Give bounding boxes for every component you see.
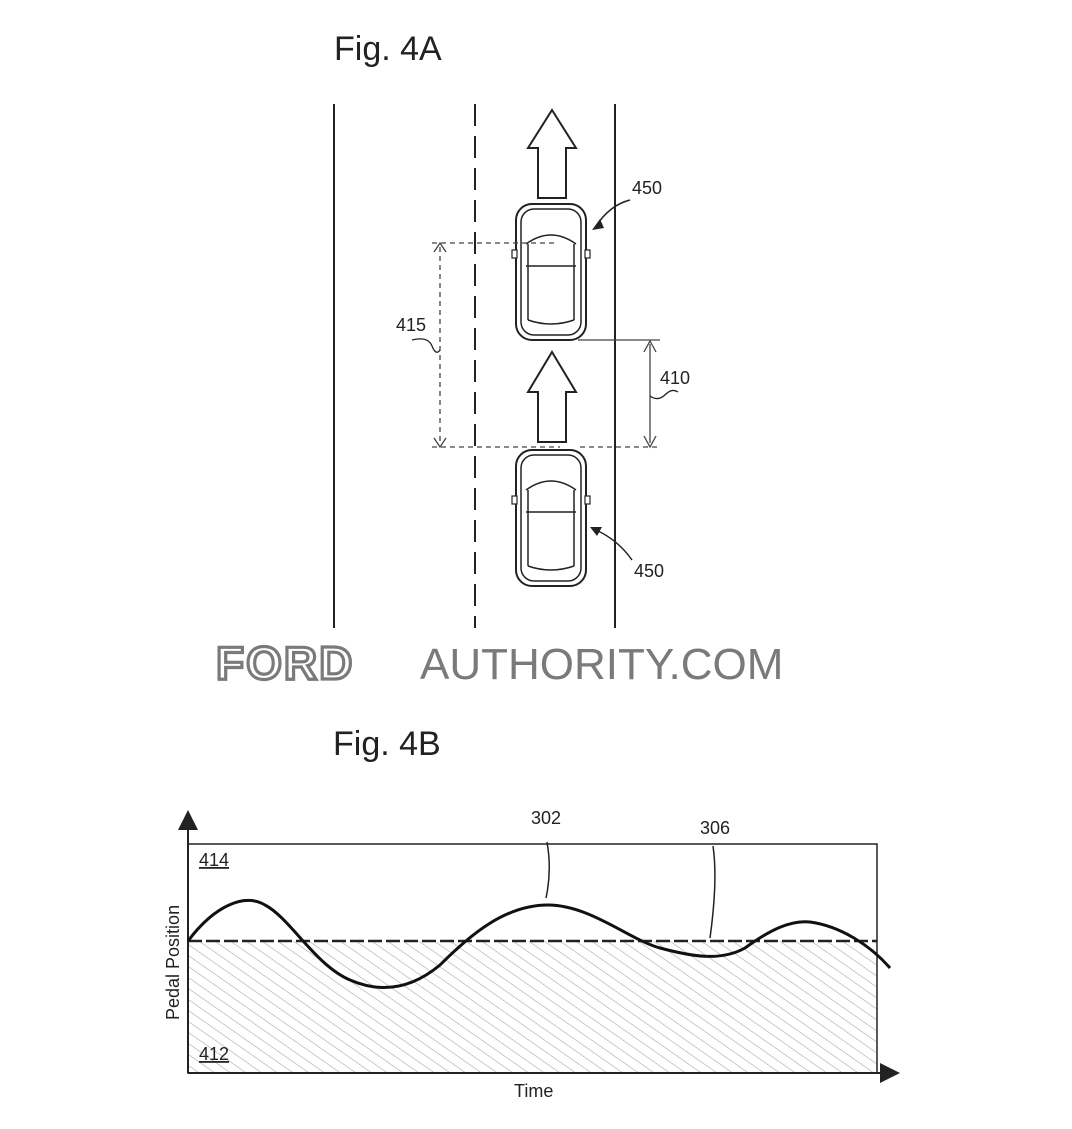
label-415: 415 bbox=[396, 315, 426, 335]
watermark: FORD AUTHORITY.COM bbox=[214, 635, 783, 690]
vehicle-lead bbox=[511, 203, 591, 341]
leader-306 bbox=[709, 845, 716, 939]
label-412: 412 bbox=[199, 1044, 229, 1064]
direction-arrow-middle bbox=[526, 350, 578, 443]
fig-4b: Fig. 4B 302 306 414 412 Time Pedal Posit… bbox=[163, 725, 900, 1101]
leader-302 bbox=[545, 841, 550, 899]
direction-arrow-top bbox=[526, 108, 578, 199]
vehicle-following bbox=[511, 449, 591, 587]
label-410: 410 bbox=[660, 368, 690, 388]
leader-450-top: 450 bbox=[592, 178, 662, 230]
pedal-position-curve-302 bbox=[186, 899, 892, 990]
x-axis-label: Time bbox=[514, 1081, 553, 1101]
label-450-top: 450 bbox=[632, 178, 662, 198]
fig-4a-title: Fig. 4A bbox=[334, 30, 442, 68]
leader-450-bottom: 450 bbox=[590, 527, 664, 581]
watermark-brand: FORD bbox=[216, 637, 354, 689]
label-306: 306 bbox=[700, 818, 730, 838]
dimension-415: 415 bbox=[396, 241, 560, 449]
watermark-site: AUTHORITY.COM bbox=[420, 640, 783, 689]
label-302: 302 bbox=[531, 808, 561, 828]
fig-4a: Fig. 4A bbox=[333, 30, 690, 628]
label-414: 414 bbox=[199, 850, 229, 870]
y-axis-label: Pedal Position bbox=[163, 905, 183, 1020]
dimension-410: 410 bbox=[578, 339, 690, 449]
region-412-hatch bbox=[189, 941, 876, 1072]
label-450-bottom: 450 bbox=[634, 561, 664, 581]
fig-4b-title: Fig. 4B bbox=[333, 725, 441, 763]
